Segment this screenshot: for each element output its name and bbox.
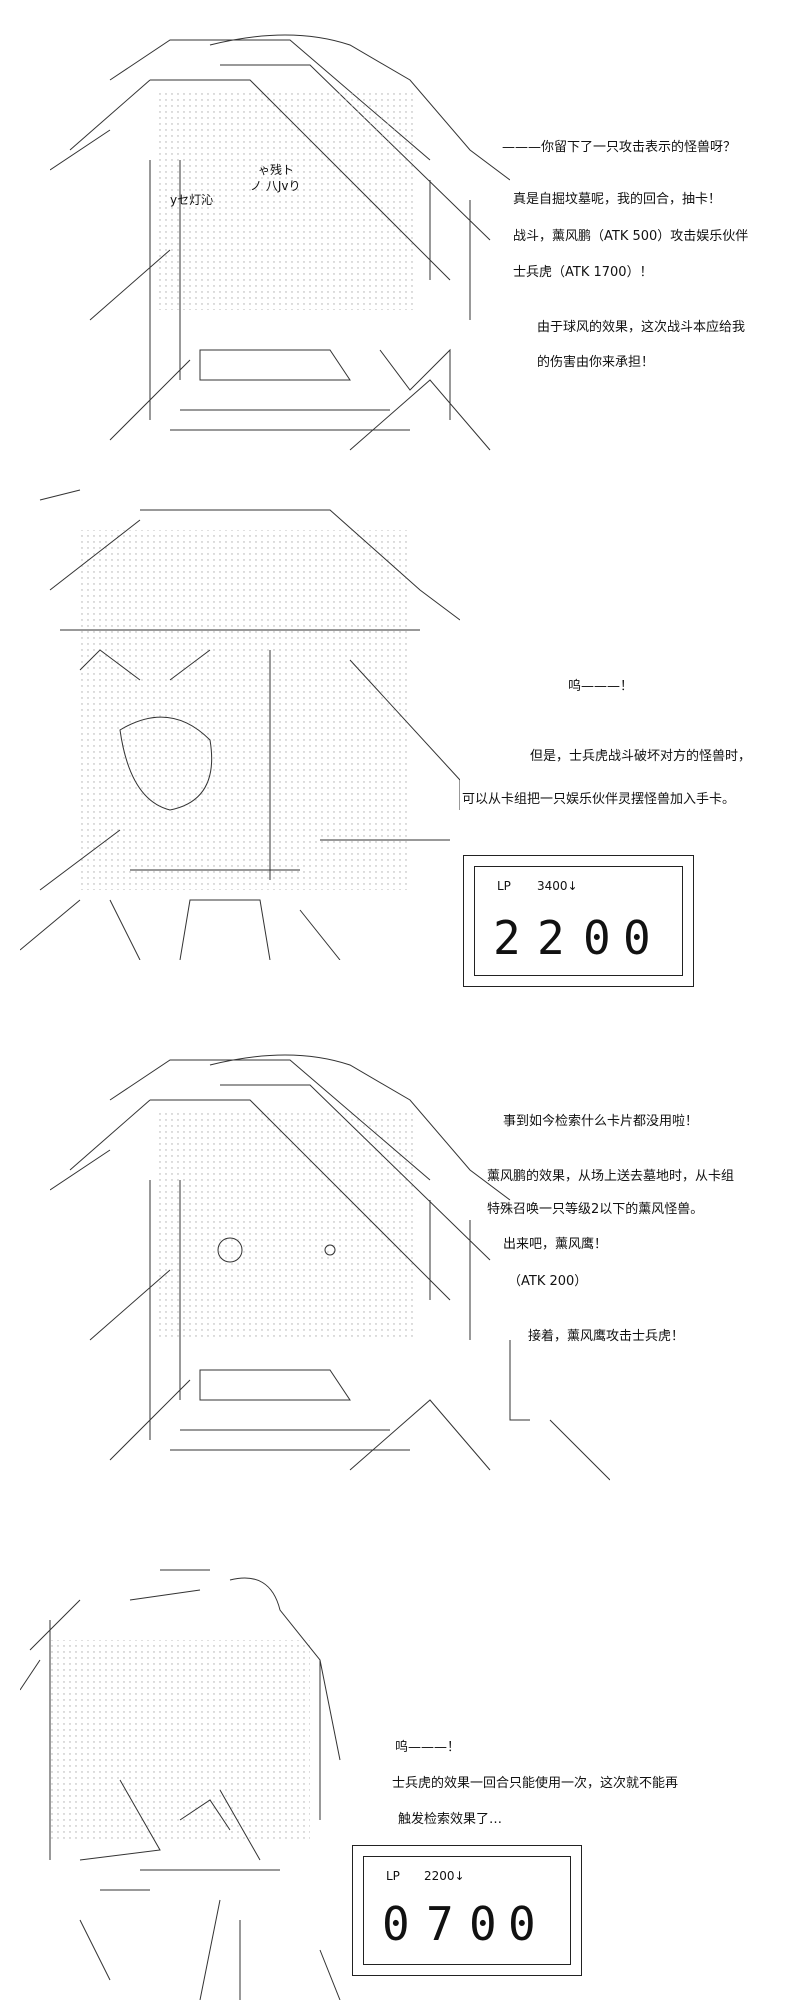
lp-digit: 0: [508, 1897, 536, 1951]
dialogue-line: 可以从卡组把一只娱乐伙伴灵摆怪兽加入手卡。: [462, 792, 736, 807]
ascii-art-character-panel-3: [50, 1040, 610, 1510]
dialogue-line: 的伤害由你来承担！: [537, 355, 655, 370]
ascii-art-character-panel-1: [50, 20, 510, 460]
lp-label: LP: [497, 879, 511, 893]
lp-previous-value: 3400↓: [537, 879, 578, 893]
lp-digit: 0: [469, 1897, 497, 1951]
lp-digit: 0: [583, 911, 611, 965]
ascii-art-character-panel-2: [20, 480, 460, 960]
dialogue-line: 特殊召唤一只等级2以下的薰风怪兽。: [487, 1202, 704, 1217]
dialogue-line: 士兵虎的效果一回合只能使用一次，这次就不能再: [392, 1776, 679, 1791]
lp-digit: 0: [623, 911, 651, 965]
dialogue-line: 士兵虎（ATK 1700）！: [513, 265, 653, 280]
dialogue-line: 呜———！: [395, 1740, 461, 1755]
dialogue-line: 真是自掘坟墓呢，我的回合，抽卡！: [513, 192, 722, 207]
dialogue-line: （ATK 200）: [508, 1274, 588, 1289]
dialogue-line: 事到如今检索什么卡片都没用啦！: [503, 1114, 699, 1129]
life-points-frame: LP 2200↓ 0 7 0 0: [363, 1856, 571, 1965]
life-points-frame: LP 3400↓ 2 2 0 0: [474, 866, 683, 976]
dialogue-line: 薰风鹏的效果，从场上送去墓地时，从卡组: [487, 1169, 735, 1184]
lp-digit: 2: [493, 911, 521, 965]
dialogue-line: 呜———！: [568, 679, 634, 694]
dialogue-line: ———你留下了一只攻击表示的怪兽呀？: [502, 140, 737, 155]
lp-digit: 0: [382, 1897, 410, 1951]
ascii-art-character-panel-4: [20, 1560, 360, 2000]
dialogue-line: 由于球风的效果，这次战斗本应给我: [537, 320, 746, 335]
dialogue-line: 但是，士兵虎战斗破坏对方的怪兽时，: [530, 749, 752, 764]
lp-digit: 2: [537, 911, 565, 965]
dialogue-line: 触发检索效果了…: [398, 1812, 503, 1827]
lp-digit: 7: [426, 1897, 454, 1951]
life-points-display: LP 2200↓ 0 7 0 0: [352, 1845, 582, 1976]
lp-previous-value: 2200↓: [424, 1869, 465, 1883]
dialogue-line: 接着，薰风鹰攻击士兵虎！: [528, 1329, 685, 1344]
art-text: yセ灯沁: [170, 193, 214, 207]
lp-label: LP: [386, 1869, 400, 1883]
dialogue-line: 战斗，薰风鹏（ATK 500）攻击娱乐伙伴: [513, 229, 749, 244]
art-text: ノ 八Jvり: [250, 179, 301, 193]
dialogue-line: 出来吧，薰风鹰！: [503, 1237, 608, 1252]
art-text: ゃ残ト: [258, 163, 295, 177]
life-points-display: LP 3400↓ 2 2 0 0: [463, 855, 694, 987]
